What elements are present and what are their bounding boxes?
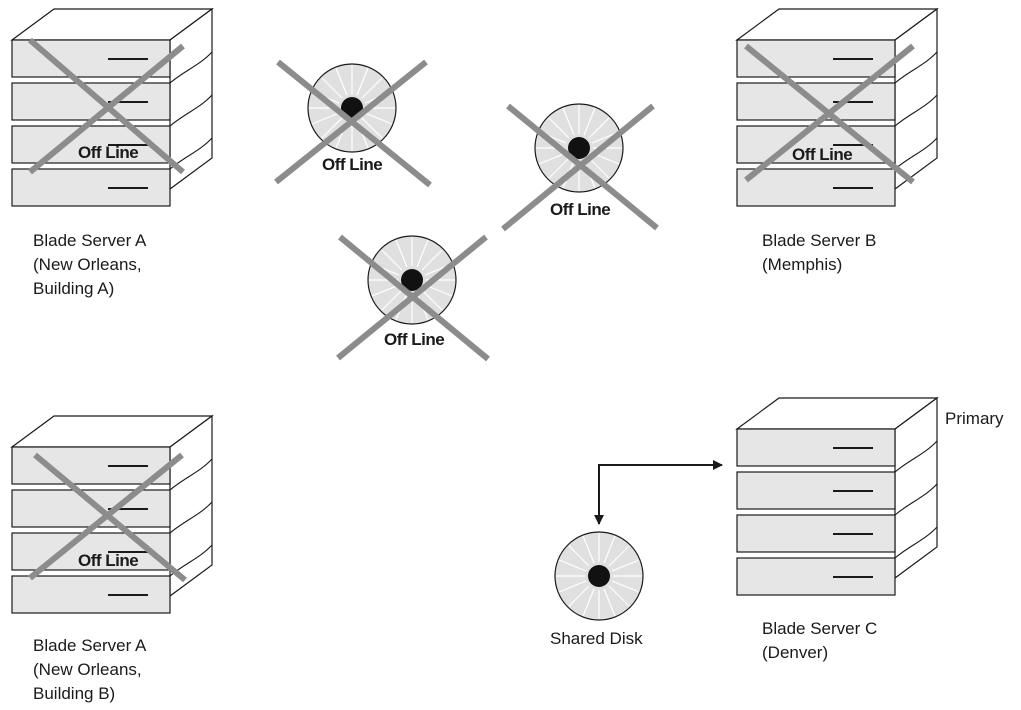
blade-server-b-memphis: Off Line Blade Server B (Memphis) bbox=[736, 8, 938, 274]
offline-label: Off Line bbox=[550, 200, 610, 219]
blade-server-c-denver: Primary Blade Server C (Denver) bbox=[736, 397, 1004, 662]
offline-disk-1: Off Line bbox=[274, 59, 432, 188]
disk-icon bbox=[367, 235, 457, 325]
offline-cross bbox=[501, 103, 659, 232]
blade-server-a-building-b: Off Line Blade Server A (New Orleans, Bu… bbox=[11, 415, 213, 703]
offline-cross bbox=[336, 234, 490, 362]
disk-icon bbox=[534, 103, 624, 193]
shared-disk: Shared Disk bbox=[550, 531, 644, 648]
server-caption-line-2: (Denver) bbox=[762, 643, 828, 662]
blade-server-a-building-a: Off Line Blade Server A (New Orleans, Bu… bbox=[11, 8, 213, 298]
connection-arrow bbox=[594, 460, 723, 525]
server-caption-line-2: (New Orleans, bbox=[33, 255, 142, 274]
offline-cross bbox=[274, 59, 432, 188]
server-caption-line-2: (Memphis) bbox=[762, 255, 842, 274]
offline-cross bbox=[28, 452, 187, 583]
offline-disk-3: Off Line bbox=[336, 234, 490, 362]
offline-cross bbox=[28, 37, 185, 175]
server-caption-line-3: Building B) bbox=[33, 684, 115, 703]
offline-label: Off Line bbox=[322, 155, 382, 174]
server-caption-line-3: Building A) bbox=[33, 279, 114, 298]
offline-cross bbox=[744, 43, 915, 185]
shared-disk-caption: Shared Disk bbox=[550, 629, 643, 648]
server-caption-line-1: Blade Server B bbox=[762, 231, 876, 250]
offline-label: Off Line bbox=[78, 143, 138, 162]
disk-icon bbox=[554, 531, 644, 621]
offline-label: Off Line bbox=[384, 330, 444, 349]
server-caption-line-1: Blade Server C bbox=[762, 619, 877, 638]
server-caption-line-1: Blade Server A bbox=[33, 231, 147, 250]
primary-label: Primary bbox=[945, 409, 1004, 428]
offline-label: Off Line bbox=[78, 551, 138, 570]
offline-label: Off Line bbox=[792, 145, 852, 164]
server-stack-icon bbox=[736, 397, 938, 596]
server-caption-line-1: Blade Server A bbox=[33, 636, 147, 655]
disk-icon bbox=[307, 63, 397, 153]
offline-disk-2: Off Line bbox=[501, 103, 659, 232]
server-caption-line-2: (New Orleans, bbox=[33, 660, 142, 679]
